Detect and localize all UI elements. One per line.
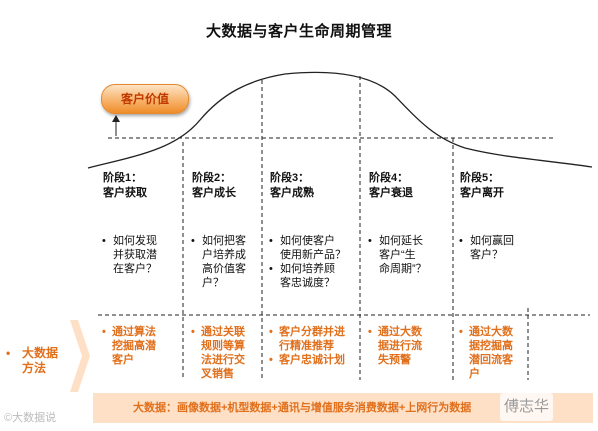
- question-line: 客户“生: [379, 249, 416, 261]
- method-line: 客户忠诚计划: [279, 354, 345, 366]
- side-label-line: 方法: [22, 361, 47, 375]
- stage-name: 客户获取: [103, 187, 147, 199]
- question-line: 命周期”？: [379, 263, 427, 275]
- question-line: 如何把客: [202, 235, 246, 247]
- method-line: 客户分群并进: [279, 326, 345, 338]
- method-line: 据挖掘高: [469, 340, 513, 352]
- stage-label: 阶段2：: [192, 172, 232, 184]
- watermark-left: ©大数据说: [4, 412, 57, 424]
- question-line: 客忠诚度？: [280, 277, 335, 289]
- question-line: 如何赢回: [470, 235, 514, 247]
- stage-3-header: 阶段3： 客户成熟: [270, 171, 314, 201]
- question-line: 户？: [202, 277, 224, 289]
- method-item: 客户忠诚计划: [269, 353, 345, 367]
- method-line: 行精准推荐: [279, 340, 334, 352]
- stage-name: 客户成熟: [270, 187, 314, 199]
- method-line: 规则等算: [201, 340, 245, 352]
- method-line: 通过算法: [112, 326, 156, 338]
- method-line: 通过大数: [469, 326, 513, 338]
- method-line: 据进行流: [378, 340, 422, 352]
- question-line: 高价值客: [202, 263, 246, 275]
- method-line: 失预警: [378, 354, 411, 366]
- stage-label: 阶段1：: [103, 172, 143, 184]
- stage-label: 阶段5：: [460, 172, 500, 184]
- question-line: 如何使客户: [280, 235, 335, 247]
- question-line: 客户？: [470, 249, 503, 261]
- stage-1-header: 阶段1： 客户获取: [103, 171, 147, 201]
- question-line: 户培养成: [202, 249, 246, 261]
- stage-5-header: 阶段5： 客户离开: [460, 171, 504, 201]
- method-line: 通过大数: [378, 326, 422, 338]
- question-line: 并获取潜: [113, 249, 157, 261]
- big-data-method-label: • 大数据 方法: [6, 346, 72, 376]
- stage-label: 阶段3：: [270, 172, 310, 184]
- method-line: 法进行交: [201, 354, 245, 366]
- side-label-line: 大数据: [22, 346, 59, 360]
- stage-name: 客户衰退: [369, 187, 413, 199]
- question-line: 使用新产品？: [280, 249, 346, 261]
- side-arrow: [70, 320, 90, 392]
- stage-name: 客户成长: [192, 187, 236, 199]
- page-title: 大数据与客户生命周期管理: [205, 23, 392, 40]
- question-line: 如何培养顾: [280, 263, 335, 275]
- watermark-right: 傅志华: [500, 393, 554, 421]
- stage-label: 阶段4：: [369, 172, 409, 184]
- method-line: 户: [469, 368, 480, 380]
- method-line: 挖掘高潜: [112, 340, 156, 352]
- method-line: 通过关联: [201, 326, 245, 338]
- stage-4-header: 阶段4： 客户衰退: [369, 171, 413, 201]
- question-line: 在客户？: [113, 263, 157, 275]
- customer-value-badge: 客户价值: [101, 84, 189, 114]
- value-arrow-head: [112, 115, 120, 122]
- stage-name: 客户离开: [460, 187, 504, 199]
- value-curve: [87, 71, 593, 169]
- stage-3-methods: 客户分群并进行精准推荐客户忠诚计划: [269, 325, 345, 367]
- method-line: 叉销售: [201, 368, 234, 380]
- side-label-bullet: •: [6, 346, 11, 360]
- stage-2-header: 阶段2： 客户成长: [192, 171, 236, 201]
- method-line: 潜回流客: [469, 354, 513, 366]
- question-line: 如何延长: [379, 235, 423, 247]
- method-line: 客户: [112, 354, 134, 366]
- question-line: 如何发现: [113, 235, 157, 247]
